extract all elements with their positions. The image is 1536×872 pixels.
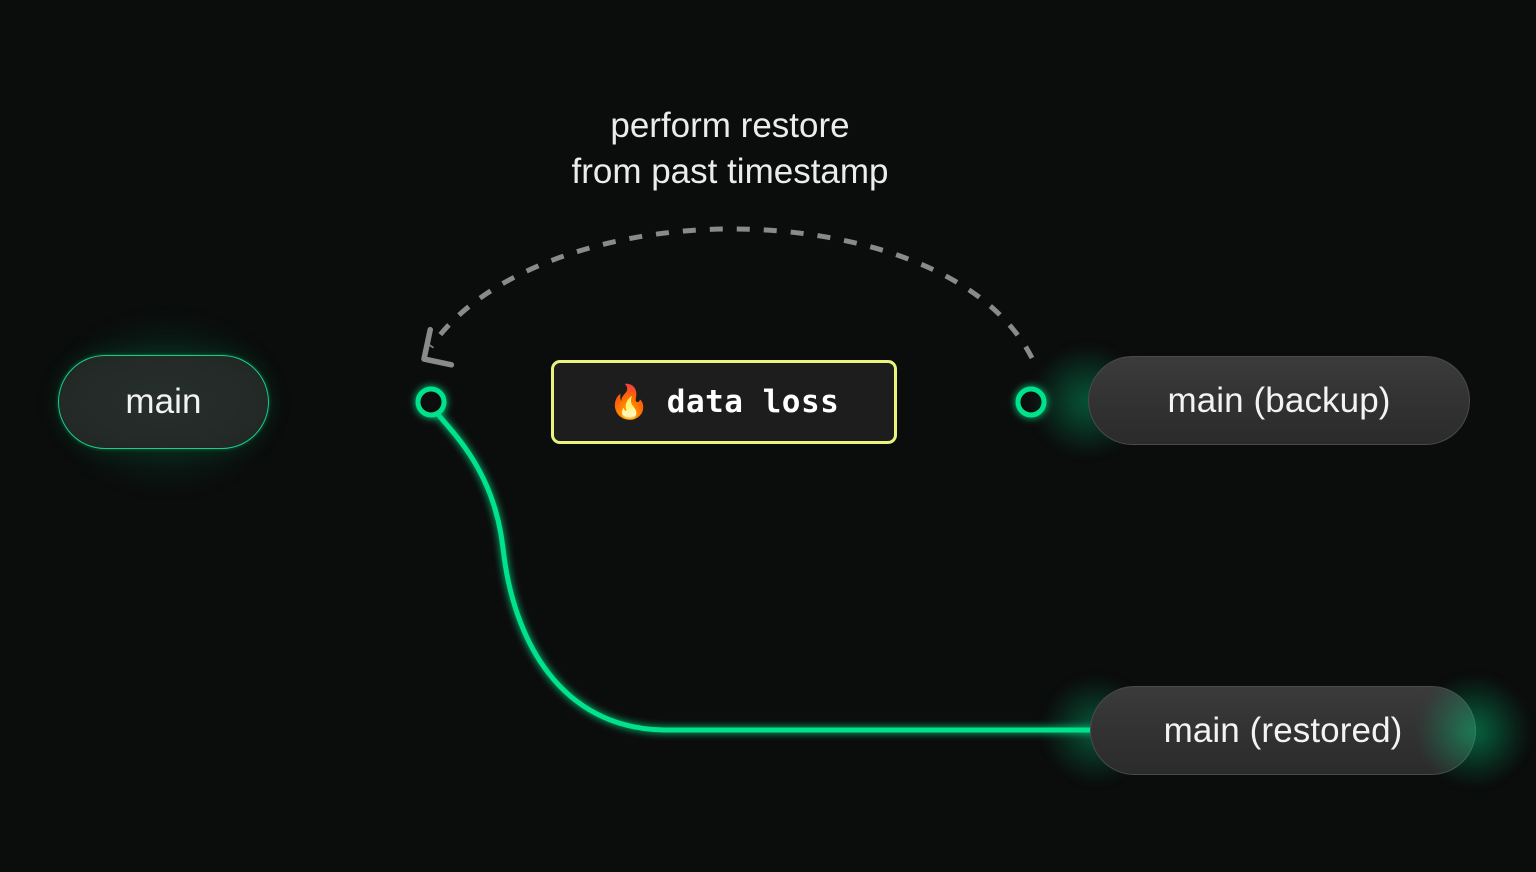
node-main-restored[interactable]: main (restored) [1090,686,1476,775]
caption-line-1: perform restore [610,106,850,145]
event-data-loss-label: data loss [666,384,840,420]
restore-annotation-caption: perform restore from past timestamp [0,103,1460,195]
node-main-backup-label: main (backup) [1167,380,1391,420]
event-data-loss[interactable]: 🔥 data loss [551,360,897,444]
restore-arrowhead-icon [421,326,455,368]
node-main-label: main [125,382,202,421]
edge-restore-dashed-arc [428,226,1035,360]
edge-branchpoint-to-restored [433,409,1095,733]
node-main-restored-label: main (restored) [1163,710,1403,750]
node-main[interactable]: main [58,355,269,449]
caption-line-2: from past timestamp [571,152,889,191]
commit-dot-backup-point[interactable] [1015,386,1047,418]
commit-dot-branch-point[interactable] [415,386,447,418]
node-main-backup[interactable]: main (backup) [1088,356,1470,445]
fire-icon: 🔥 [608,382,650,420]
